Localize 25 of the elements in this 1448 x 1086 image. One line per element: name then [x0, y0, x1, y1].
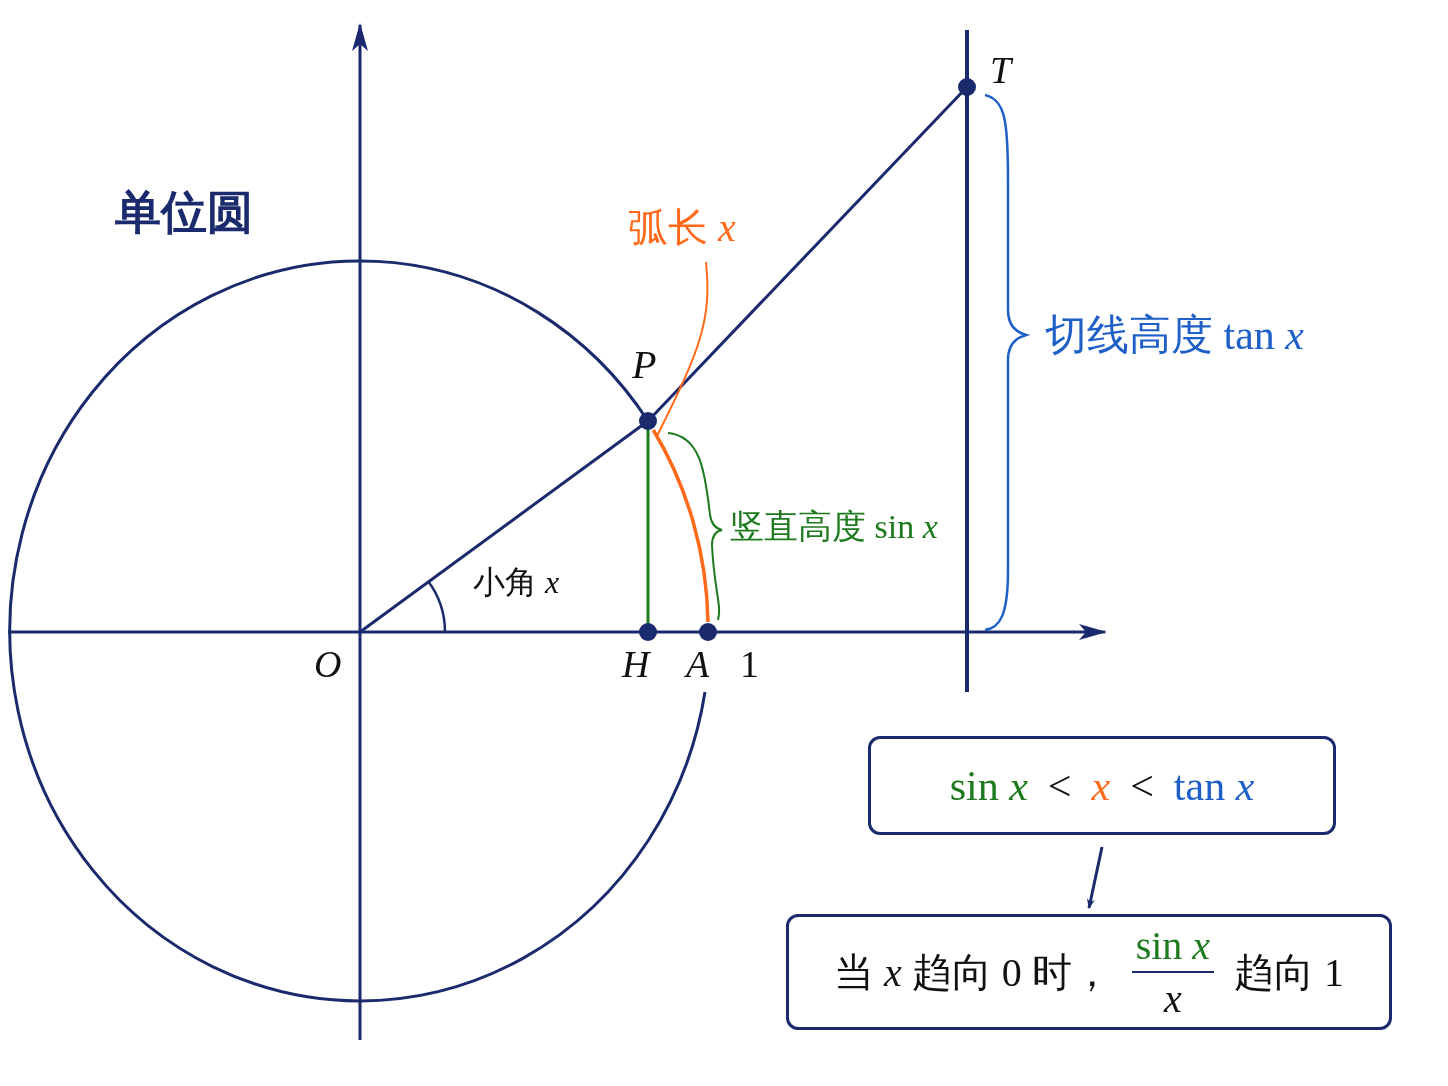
figure-title: 单位圆 [115, 188, 253, 239]
arc [651, 429, 710, 623]
point-label: O [314, 644, 342, 686]
tick-label: 1 [740, 644, 759, 686]
formula-text: sin x [949, 761, 1028, 810]
statement-text: 趋向 1 [1234, 948, 1345, 997]
less-than-sign: < [1047, 761, 1072, 810]
inequality-box [868, 736, 1336, 835]
point-label: A [686, 644, 710, 686]
formula-text: x [1091, 761, 1111, 810]
arrow [1086, 846, 1104, 909]
brace-label: 切线高度 tan x [1045, 312, 1304, 359]
point-label: T [990, 50, 1012, 92]
point-label: P [632, 343, 657, 387]
arc-length-label: 弧长 x [628, 206, 736, 250]
leader-line [656, 261, 709, 437]
angle-label: 小角 x [473, 565, 560, 601]
point-label: H [622, 644, 650, 686]
limit-box [786, 914, 1392, 1030]
formula-text: tan x [1173, 761, 1255, 810]
denominator-text: x [1164, 975, 1182, 1022]
brace-label: 竖直高度 sin x [730, 508, 938, 546]
numerator-text: sin x [1135, 922, 1211, 969]
statement-text: 当 x 趋向 0 时， [833, 948, 1112, 997]
less-than-sign: < [1130, 761, 1154, 810]
